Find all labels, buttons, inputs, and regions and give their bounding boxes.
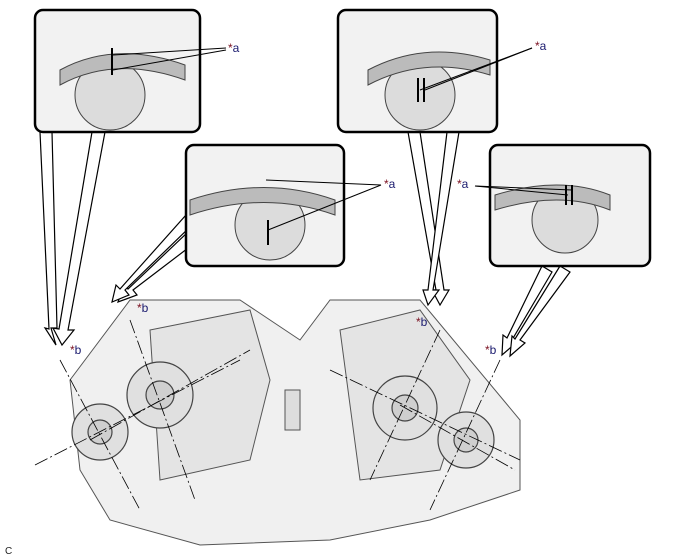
- asterisk: *: [416, 315, 421, 329]
- callout-letter: a: [232, 41, 240, 55]
- callout-a-middle-right: *a: [457, 178, 468, 190]
- callout-letter: b: [489, 343, 497, 357]
- callout-letter: a: [539, 39, 547, 53]
- callout-letter: b: [74, 343, 82, 357]
- asterisk: *: [137, 301, 142, 315]
- callout-a-top-left: *a: [228, 42, 239, 54]
- callout-letter: a: [388, 177, 396, 191]
- callout-a-top-right: *a: [535, 40, 546, 52]
- asterisk: *: [70, 343, 75, 357]
- asterisk: *: [485, 343, 490, 357]
- callout-b-left-inner: *b: [137, 302, 148, 314]
- asterisk: *: [535, 39, 540, 53]
- callout-b-right-outer: *b: [485, 344, 496, 356]
- leader-lines: [112, 47, 573, 231]
- callout-b-right-inner: *b: [416, 316, 427, 328]
- callout-letter: b: [420, 315, 428, 329]
- centerlines: [34, 319, 521, 511]
- callout-letter: b: [141, 301, 149, 315]
- callout-letter: a: [461, 177, 469, 191]
- asterisk: *: [457, 177, 462, 191]
- inset-details: [59, 51, 611, 261]
- callout-b-left-outer: *b: [70, 344, 81, 356]
- callout-arrows: [39, 131, 571, 358]
- figure-code: C: [5, 546, 13, 557]
- callout-a-middle-left: *a: [384, 178, 395, 190]
- asterisk: *: [384, 177, 389, 191]
- asterisk: *: [228, 41, 233, 55]
